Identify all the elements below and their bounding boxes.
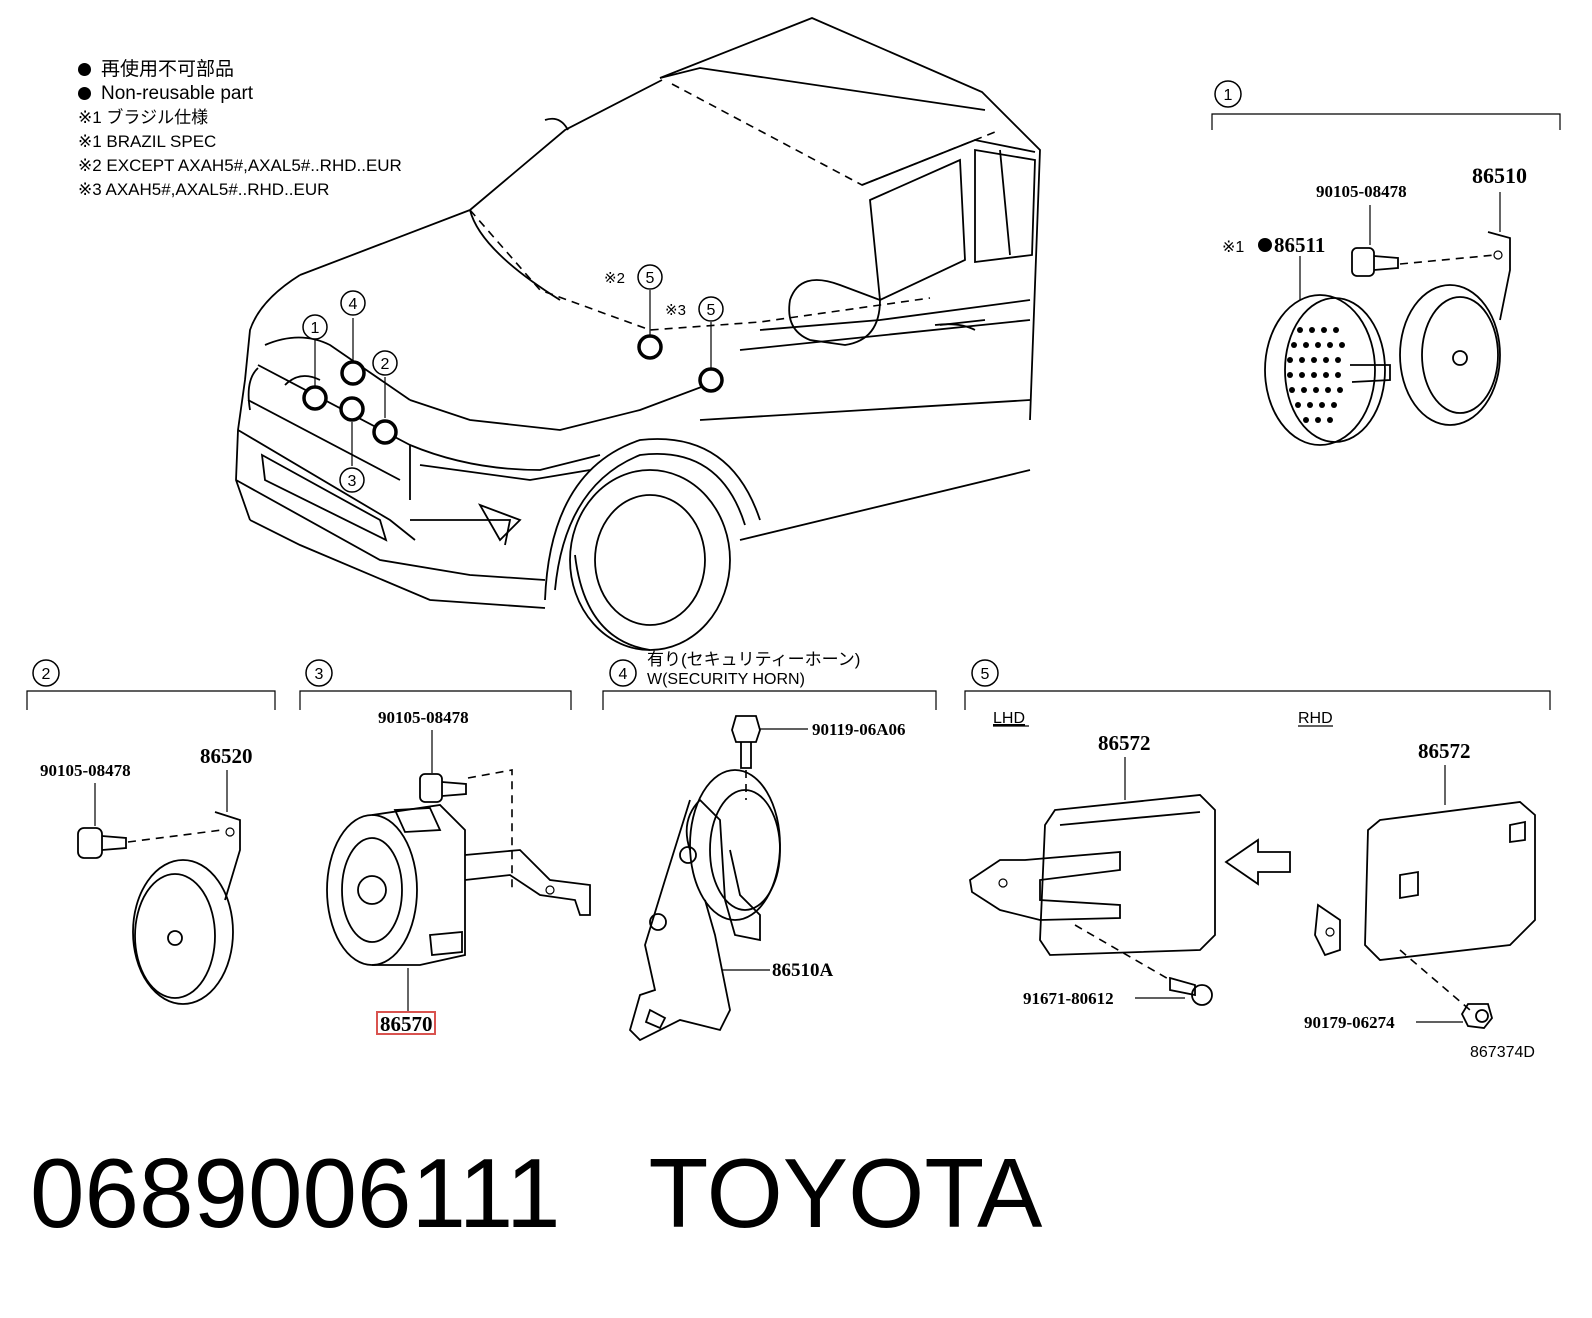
note-3-mark: ※3 xyxy=(665,302,686,319)
non-reusable-dot xyxy=(78,63,91,76)
non-reusable-dot xyxy=(78,87,91,100)
group-3-number: 3 xyxy=(315,666,324,683)
left-arrow-icon xyxy=(1224,838,1291,886)
legend-line: 再使用不可部品 xyxy=(78,58,402,82)
legend: 再使用不可部品 Non-reusable part ※1 ブラジル仕様 ※1 B… xyxy=(78,58,402,202)
diagram-code: 867374D xyxy=(1470,1044,1535,1061)
group-1-cover-part: 86511 xyxy=(1274,233,1325,257)
highlight-box xyxy=(376,1011,436,1035)
group-1-number: 1 xyxy=(1224,87,1233,104)
group-1-cover-prefix: ※1 xyxy=(1222,239,1244,256)
group-4-title-jp: 有り(セキュリティーホーン) xyxy=(647,650,860,669)
group-1-bolt-part: 90105-08478 xyxy=(1316,182,1407,201)
callout-1: 1 xyxy=(311,320,320,337)
group-5-lhd-bolt: 91671-80612 xyxy=(1023,989,1114,1008)
callout-5b: 5 xyxy=(707,302,716,319)
callout-4: 4 xyxy=(349,296,358,313)
horn-location-marker xyxy=(302,385,328,411)
car-illustration xyxy=(235,17,1041,651)
group-4-title-en: W(SECURITY HORN) xyxy=(647,671,805,688)
legend-brazil-en: ※1 BRAZIL SPEC xyxy=(78,132,217,151)
legend-jp-nonreusable: 再使用不可部品 xyxy=(101,59,235,80)
group-5-number: 5 xyxy=(981,666,990,683)
legend-en-nonreusable: Non-reusable part xyxy=(101,83,254,104)
horn-location-marker xyxy=(339,396,365,422)
horn-location-marker xyxy=(637,334,663,360)
group-1: 1 90105-08478 86510 ※1 86511 xyxy=(1211,80,1561,446)
group-2-bolt-part: 90105-08478 xyxy=(40,761,131,780)
brand-name: TOYOTA xyxy=(648,1138,1043,1248)
group-4: 4 有り(セキュリティーホーン) W(SECURITY HORN) 90119-… xyxy=(602,650,937,1042)
legend-brazil-jp: ※1 ブラジル仕様 xyxy=(78,108,209,127)
group-3: 3 90105-08478 86570 xyxy=(299,659,591,1036)
legend-line: Non-reusable part xyxy=(78,82,402,106)
callout-2: 2 xyxy=(381,356,390,373)
group-4-number: 4 xyxy=(619,666,628,683)
group-4-horn-part: 86510A xyxy=(772,960,834,981)
group-5-rhd-bolt: 90179-06274 xyxy=(1304,1013,1395,1032)
group-5: 5 LHD RHD 86572 91671-80612 86572 90179-… xyxy=(964,659,1551,1061)
group-2-number: 2 xyxy=(42,666,51,683)
group-3-bolt-part: 90105-08478 xyxy=(378,708,469,727)
group-5-rhd: RHD xyxy=(1298,710,1333,727)
group-2-horn-part: 86520 xyxy=(200,744,253,768)
legend-note-2: ※2 EXCEPT AXAH5#,AXAL5#..RHD..EUR xyxy=(78,156,402,175)
group-3-horn-part: 86570 xyxy=(380,1012,433,1036)
group-5-lhd-part: 86572 xyxy=(1098,731,1151,755)
callout-3: 3 xyxy=(348,473,357,490)
car-callouts: 1 4 2 3 ※2 5 ※3 5 xyxy=(302,264,724,493)
horn-location-marker xyxy=(372,419,398,445)
non-reusable-dot xyxy=(1258,238,1272,252)
callout-5a: 5 xyxy=(646,270,655,287)
footer-caption: 0689006111 TOYOTA xyxy=(30,1138,1042,1248)
horn-location-marker xyxy=(340,360,366,386)
horn-location-marker xyxy=(698,367,724,393)
group-5-lhd: LHD xyxy=(993,710,1025,727)
group-5-rhd-part: 86572 xyxy=(1418,739,1471,763)
legend-note-3: ※3 AXAH5#,AXAL5#..RHD..EUR xyxy=(78,180,330,199)
group-1-horn-part: 86510 xyxy=(1472,163,1527,188)
part-number: 0689006111 xyxy=(30,1138,561,1248)
group-2: 2 90105-08478 86520 xyxy=(26,659,276,1005)
note-2-mark: ※2 xyxy=(604,270,625,287)
group-4-bolt-part: 90119-06A06 xyxy=(812,720,906,739)
